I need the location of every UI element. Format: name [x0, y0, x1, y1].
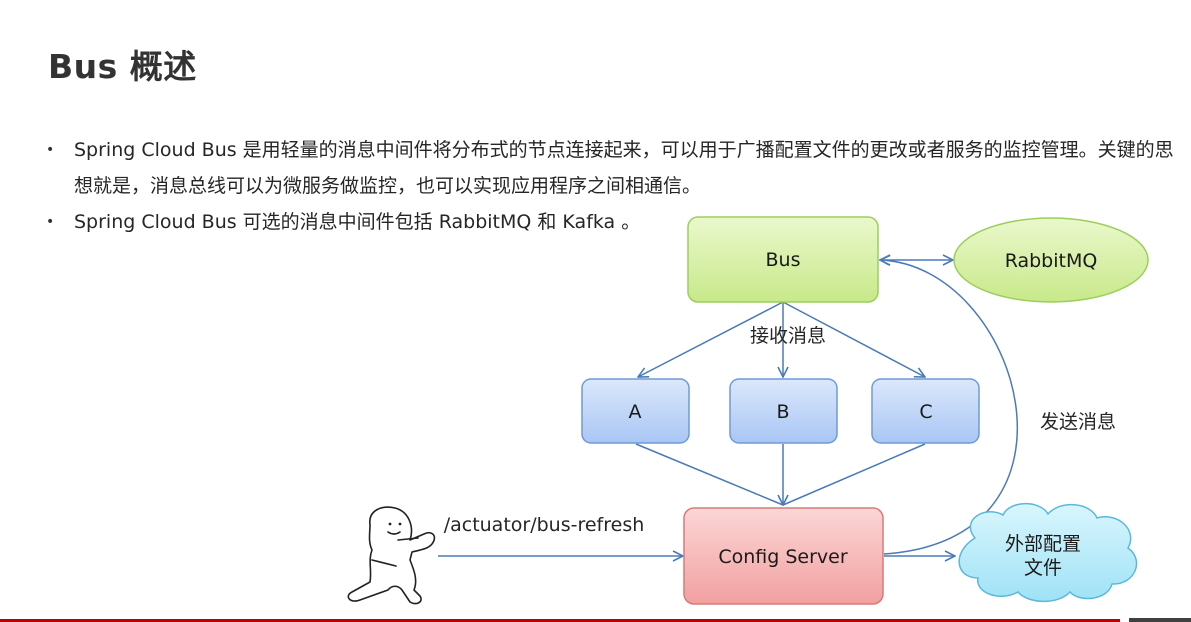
edge-a-to-config [635, 443, 784, 506]
footer-accent-line [0, 619, 1120, 622]
edge-config-send-to-bus [880, 260, 1018, 555]
slide-title: Bus 概述 [48, 47, 197, 86]
external-config-label-line1: 外部配置 [1005, 533, 1081, 555]
bullet-list: • Spring Cloud Bus 是用轻量的消息中间件将分布式的节点连接起来… [44, 132, 1174, 240]
bullet-item-1: • Spring Cloud Bus 是用轻量的消息中间件将分布式的节点连接起来… [44, 132, 1174, 204]
bullet-item-2: • Spring Cloud Bus 可选的消息中间件包括 RabbitMQ 和… [44, 204, 1174, 240]
service-node-c: C [871, 378, 980, 444]
external-config-label-line2: 文件 [1024, 557, 1062, 579]
service-node-a: A [581, 378, 690, 444]
footer-tab [1129, 618, 1191, 622]
edges [438, 260, 1018, 556]
rabbitmq-label: RabbitMQ [1005, 250, 1098, 272]
rabbitmq-node: RabbitMQ [953, 217, 1149, 303]
bullet-text-1: Spring Cloud Bus 是用轻量的消息中间件将分布式的节点连接起来，可… [74, 139, 1174, 197]
refresh-endpoint-label: /actuator/bus-refresh [444, 514, 645, 536]
config-server-node: Config Server [683, 507, 884, 605]
service-c-label: C [919, 401, 932, 423]
send-message-label: 发送消息 [1040, 411, 1116, 433]
bus-node: Bus [687, 216, 879, 303]
service-a-label: A [629, 401, 642, 423]
receive-message-label: 接收消息 [750, 325, 826, 347]
bullet-dot: • [46, 214, 55, 230]
bullet-text-2: Spring Cloud Bus 可选的消息中间件包括 RabbitMQ 和 K… [74, 211, 641, 233]
edge-bus-to-c [782, 301, 925, 377]
edge-bus-to-a [638, 301, 784, 377]
service-b-label: B [776, 401, 789, 423]
operator-figure-icon [347, 506, 436, 605]
bullet-dot: • [46, 142, 55, 158]
external-config-cloud: 外部配置 文件 [958, 502, 1138, 603]
edge-c-to-config [782, 443, 926, 506]
service-node-b: B [729, 378, 838, 444]
config-server-label: Config Server [718, 546, 847, 568]
bus-label: Bus [766, 249, 801, 271]
